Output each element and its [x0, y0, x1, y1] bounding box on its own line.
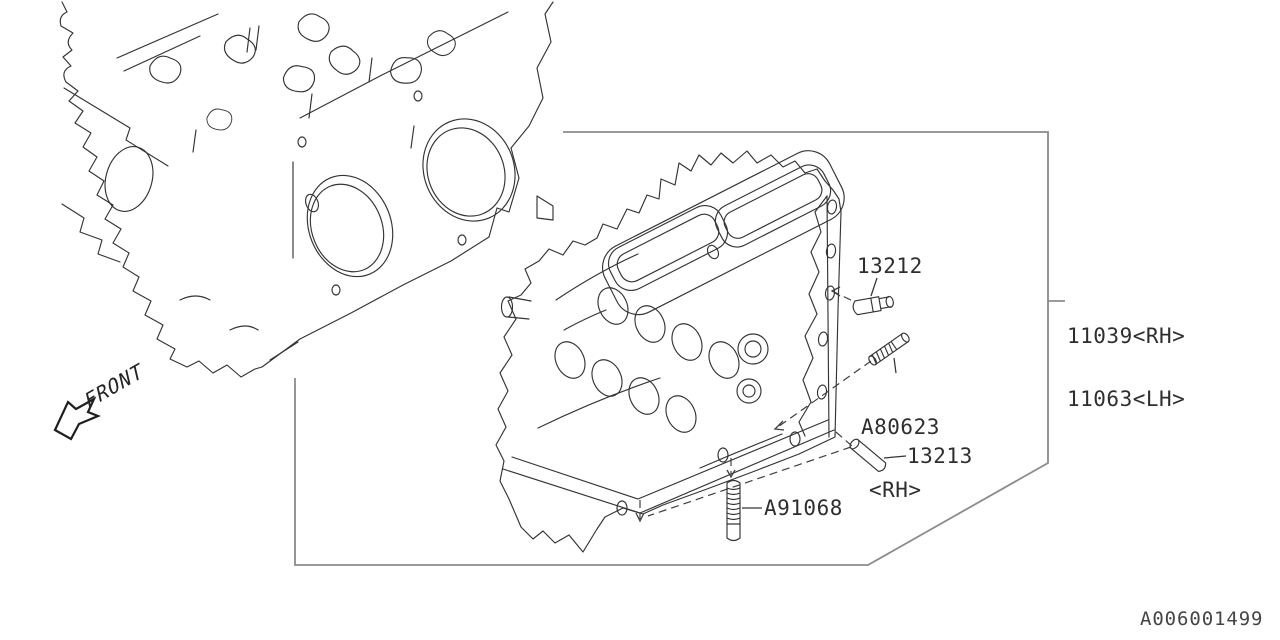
block-bolt-hole [331, 284, 341, 296]
install-arrow [773, 420, 785, 431]
a80623-side: <RH> [869, 478, 922, 502]
head-contour-line [537, 377, 661, 429]
valve-port [591, 359, 623, 397]
install-line-13213 [647, 446, 852, 517]
head-flange-zigzag [798, 195, 828, 437]
casting-bump [149, 55, 182, 84]
valve-port [671, 323, 703, 361]
block-bolt-hole [457, 234, 467, 246]
valve-port [634, 305, 666, 343]
spark-plug-bore [737, 333, 769, 365]
block-side-opening [104, 146, 154, 212]
head-contour-line [563, 309, 607, 331]
valve-port [665, 395, 697, 433]
block-stud-stub [192, 129, 197, 153]
block-stud-stub [308, 93, 313, 119]
block-lower-wing [61, 203, 121, 263]
pin-13212-drawing [852, 295, 894, 316]
flange-hole [817, 331, 829, 347]
callout-label-a80623[interactable]: A80623 <RH> [861, 375, 940, 522]
head-assembly-rh-label[interactable]: 11039<RH> [1067, 324, 1186, 348]
engine-block-drawing [59, 1, 554, 378]
flange-hole [824, 285, 836, 301]
install-arrow [830, 286, 841, 297]
block-stud-stub [246, 25, 260, 53]
block-bolt-hole [413, 90, 423, 102]
a80623-number[interactable]: A80623 [861, 415, 940, 439]
casting-bump [386, 52, 426, 89]
head-outline [495, 150, 842, 553]
cylinder-bore-inner [426, 127, 506, 217]
block-deck-top-edge [299, 11, 509, 119]
casting-bump [324, 41, 365, 79]
head-port-bolt-hole [706, 244, 720, 260]
head-side-tube-cap [500, 296, 514, 318]
head-flange-inner-edge [826, 195, 830, 438]
head-contour-line [699, 433, 783, 469]
cylinder-bore [306, 174, 394, 278]
stud-a80623-drawing [868, 332, 910, 366]
leader-a80623 [893, 357, 897, 374]
dashed-install-lines [635, 286, 872, 523]
callout-label-a91068[interactable]: A91068 [764, 496, 843, 520]
block-ridge-line [63, 87, 169, 167]
block-bolt-hole [297, 136, 307, 148]
install-line-a80623 [774, 360, 872, 430]
callout-label-head-assembly[interactable]: 11039<RH> 11063<LH> [1067, 284, 1185, 431]
head-assembly-lh-label[interactable]: 11063<LH> [1067, 387, 1186, 411]
flange-hole [826, 199, 838, 215]
cylinder-bore-inner [309, 183, 385, 273]
casting-bump [280, 62, 318, 96]
casting-bump [424, 27, 459, 59]
block-deck-lower-edge [269, 341, 299, 361]
casting-bump [295, 11, 332, 44]
valve-port [554, 341, 586, 379]
document-code: A006001499 [1140, 608, 1264, 630]
install-arrow [726, 469, 736, 479]
flange-hole [825, 243, 837, 259]
install-arrow [635, 512, 645, 523]
block-outline [59, 1, 554, 378]
head-port-left [607, 204, 729, 292]
block-contour-line [179, 295, 211, 301]
casting-bump [205, 106, 234, 133]
flange-hole [717, 447, 729, 463]
callout-label-13212[interactable]: 13212 [857, 254, 923, 278]
spark-plug-bore [736, 378, 762, 404]
valve-port [628, 377, 660, 415]
frame-border [294, 131, 1065, 566]
valve-port [708, 341, 740, 379]
flange-hole [616, 500, 628, 516]
casting-bump [220, 31, 259, 67]
head-port-right [714, 164, 832, 248]
flange-hole [789, 431, 801, 447]
install-line-13213-link [835, 431, 853, 447]
front-direction-arrow [53, 396, 101, 441]
callout-label-13213[interactable]: 13213 [907, 444, 973, 468]
block-stud-stub [368, 57, 373, 83]
spark-plug-bore-inner [744, 340, 762, 358]
block-contour-line [229, 325, 259, 331]
cylinder-bore [422, 118, 516, 222]
head-port-platform [602, 150, 845, 316]
block-ridge-line [123, 35, 201, 72]
block-right-notch [536, 195, 554, 221]
head-contour-line [555, 253, 639, 301]
stud-a91068-drawing [726, 479, 741, 542]
block-stud-stub [410, 125, 415, 149]
flange-hole [816, 384, 828, 400]
callout-leader-lines [742, 277, 907, 509]
spark-plug-bore-inner [742, 384, 756, 398]
block-small-hole [305, 193, 319, 213]
leader-13213 [883, 455, 907, 459]
head-side-tube [507, 296, 532, 320]
pin-13213-drawing [849, 438, 887, 472]
head-lower-flange-edge [511, 419, 829, 500]
leader-13212 [870, 277, 878, 297]
block-ridge-line [116, 13, 219, 59]
